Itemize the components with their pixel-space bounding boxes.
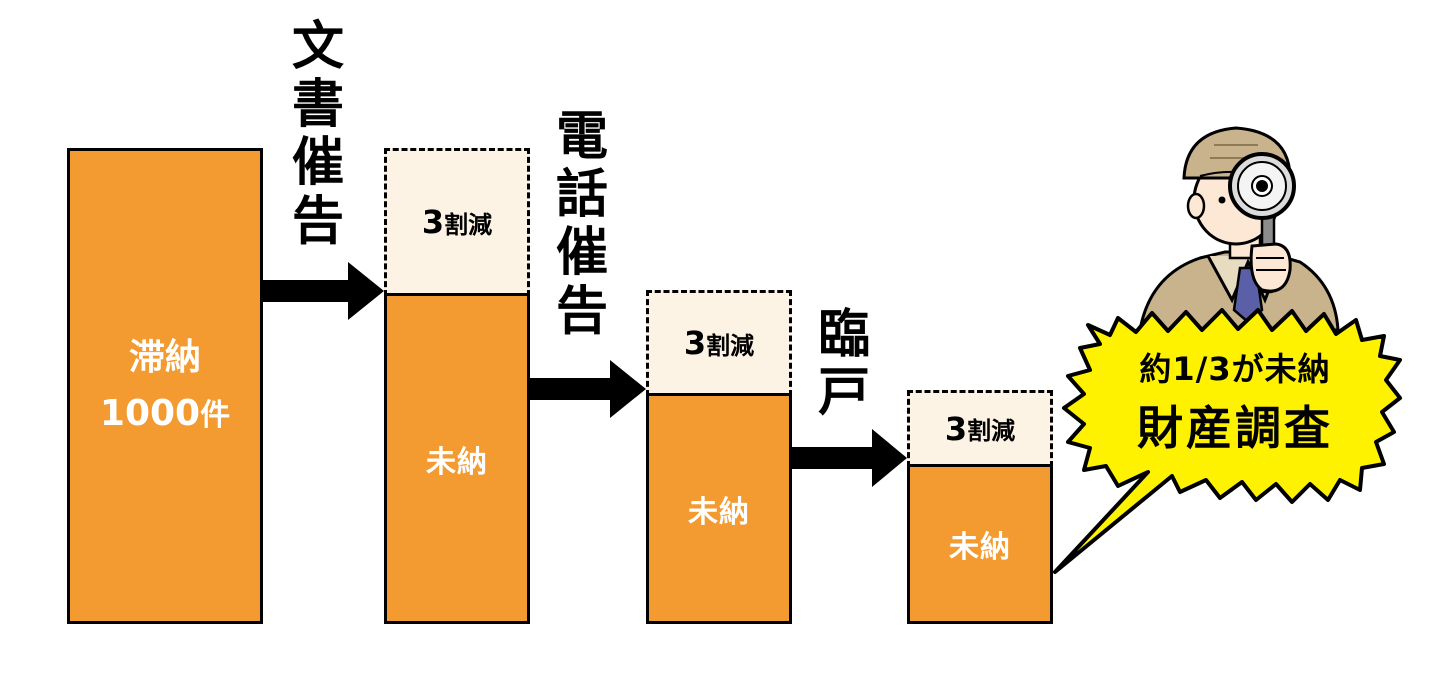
callout-text: 約1/3が未納 財産調査: [1112, 344, 1358, 458]
step-char: 臨: [818, 305, 871, 365]
step-char: 話: [556, 165, 609, 226]
step-label-home-visit: 臨 戸: [818, 305, 871, 424]
reduction-number: 3: [944, 409, 968, 448]
step-char: 催: [556, 223, 609, 284]
initial-count-unit: 件: [200, 398, 231, 433]
reduction-number: 3: [683, 324, 707, 362]
initial-label-line2: 1000件: [100, 386, 230, 442]
initial-label-line1: 滞納: [128, 337, 201, 379]
step-char: 戸: [818, 363, 871, 424]
detective-icon: [1138, 126, 1340, 332]
reduction-text: 割減: [444, 210, 493, 239]
callout-burst-shape: [1053, 308, 1402, 574]
arrow-right-icon: [263, 262, 384, 320]
step-label-document-notice: 文 書 催 告: [292, 18, 344, 251]
initial-delinquency-label: 滞納 1000件: [100, 330, 230, 442]
reduction-number: 3: [421, 203, 445, 241]
arrow-right-icon: [792, 429, 907, 487]
step-char: 告: [292, 191, 345, 252]
arrow-right-icon: [530, 360, 646, 418]
reduction-text: 割減: [706, 331, 755, 360]
step-char: 文: [292, 17, 345, 77]
step-char: 告: [556, 281, 609, 342]
unpaid-label: 未納: [426, 444, 488, 480]
initial-count: 1000: [99, 393, 201, 434]
unpaid-label: 未納: [949, 530, 1011, 565]
step-label-phone-notice: 電 話 催 告: [556, 108, 608, 341]
callout-line2: 財産調査: [1137, 401, 1333, 455]
unpaid-bar-1: 未納: [384, 293, 530, 624]
reduction-text: 割減: [967, 417, 1016, 445]
unpaid-bar-3: 未納: [907, 464, 1053, 624]
step-char: 書: [292, 75, 345, 136]
step-char: 電: [556, 107, 609, 167]
unpaid-label: 未納: [688, 494, 750, 530]
unpaid-bar-2: 未納: [646, 393, 792, 624]
step-char: 催: [292, 133, 345, 194]
callout-line1: 約1/3が未納: [1139, 350, 1331, 388]
initial-delinquency-bar: 滞納 1000件: [67, 148, 263, 624]
